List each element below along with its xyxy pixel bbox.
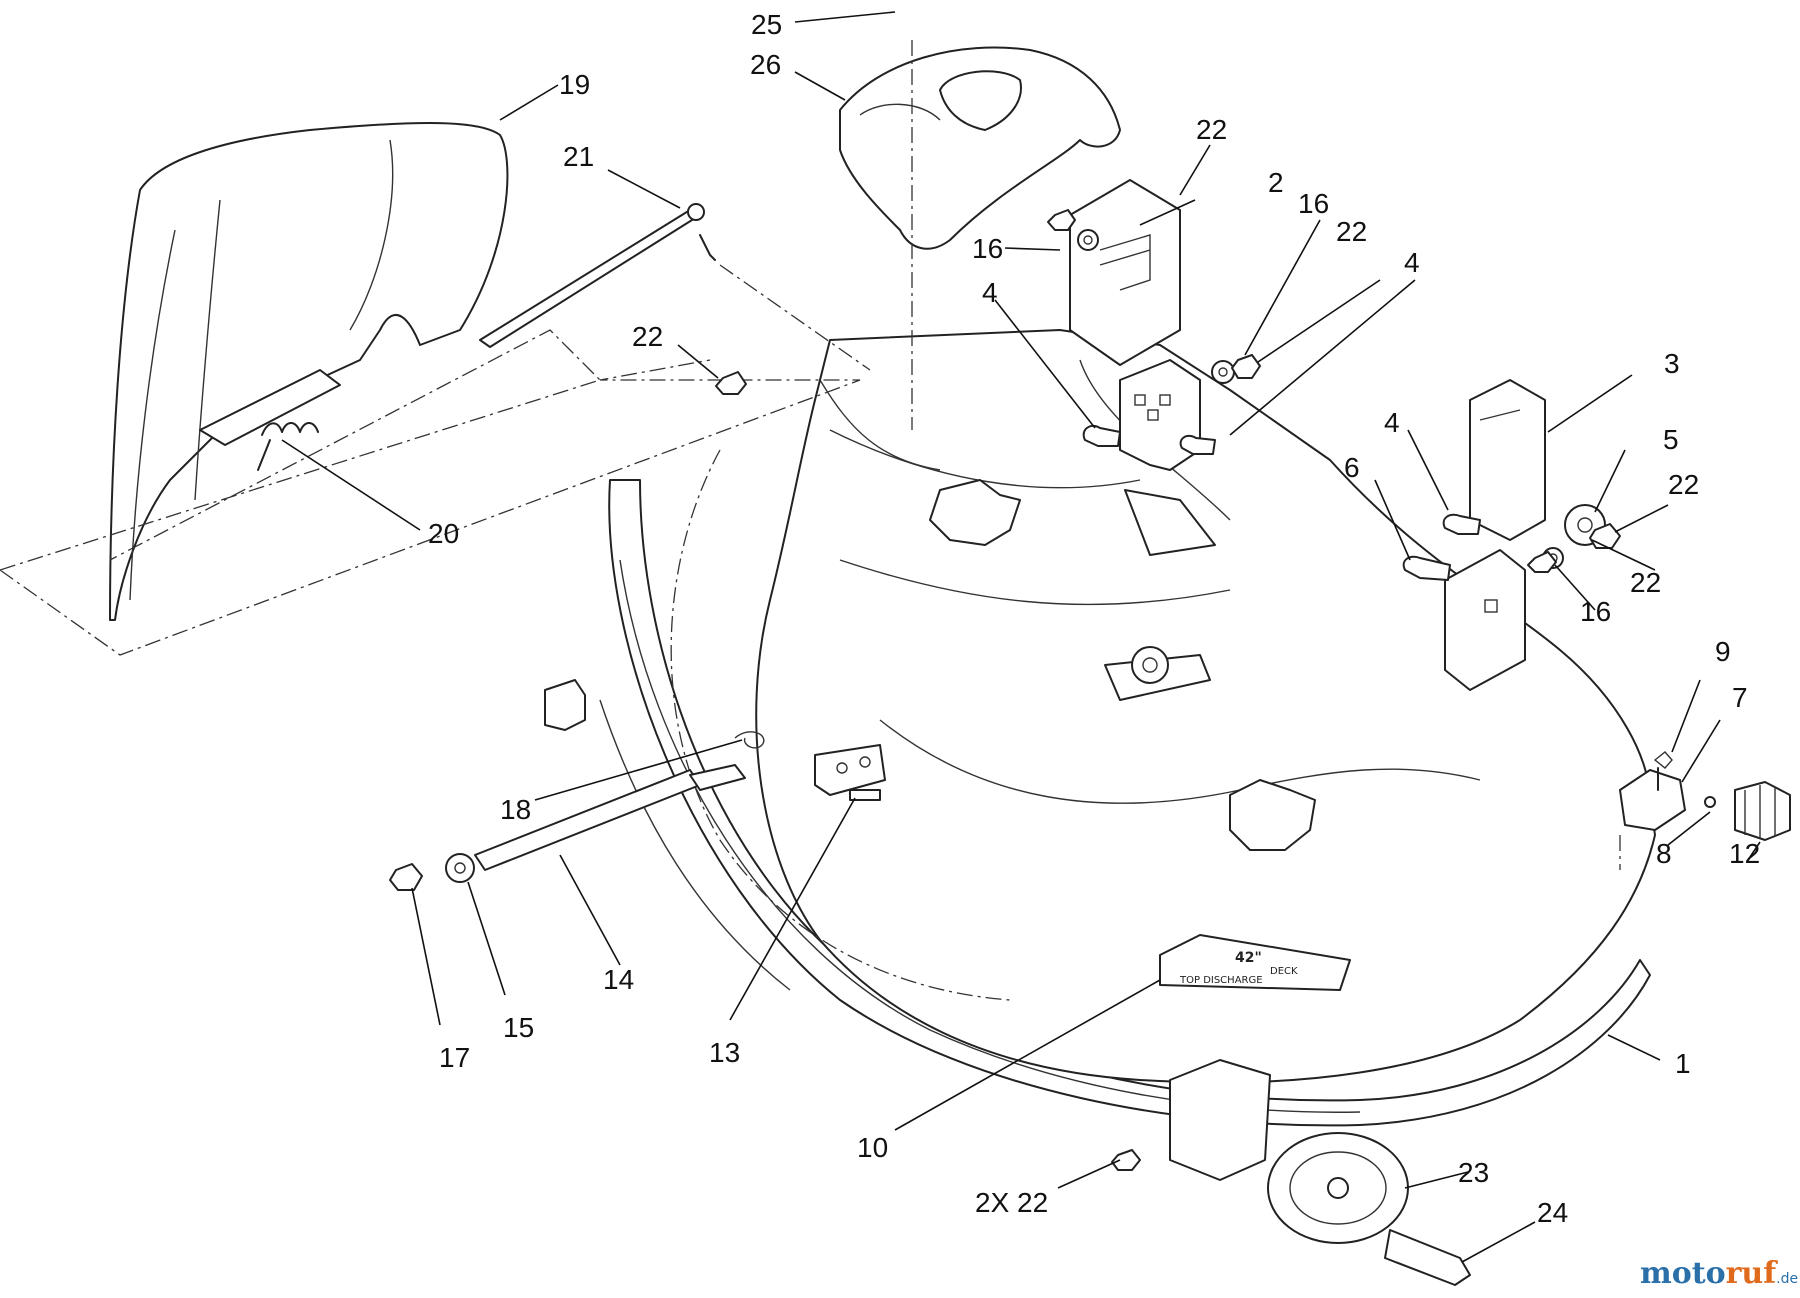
callout-4-left: 4 bbox=[982, 277, 998, 308]
callout-4-pin: 4 bbox=[1384, 407, 1400, 438]
watermark: motoruf.de bbox=[1640, 1256, 1798, 1291]
svg-text:motoruf.de: motoruf.de bbox=[1640, 1256, 1798, 1291]
callout-22-deck: 22 bbox=[632, 321, 663, 352]
hardware-right bbox=[715, 209, 1621, 573]
callout-22-mid: 22 bbox=[1336, 216, 1367, 247]
callout-8: 8 bbox=[1656, 838, 1672, 869]
callout-18: 18 bbox=[500, 794, 531, 825]
callout-15: 15 bbox=[503, 1012, 534, 1043]
leader-lines bbox=[281, 11, 1761, 1263]
watermark-suffix: .de bbox=[1776, 1271, 1798, 1287]
callout-2x-22: 2X 22 bbox=[975, 1187, 1048, 1218]
callout-16-left: 16 bbox=[972, 233, 1003, 264]
callout-5: 5 bbox=[1663, 424, 1679, 455]
callout-24: 24 bbox=[1537, 1197, 1568, 1228]
deck-decal: 42" DECK TOP DISCHARGE bbox=[1159, 934, 1351, 991]
callout-7: 7 bbox=[1732, 682, 1748, 713]
callout-3: 3 bbox=[1664, 348, 1680, 379]
deflector-rod bbox=[479, 203, 716, 348]
discharge-deflector bbox=[109, 122, 509, 621]
hanger-bracket-right bbox=[1444, 379, 1546, 691]
pins bbox=[1082, 424, 1481, 581]
bracket-2 bbox=[1069, 179, 1181, 366]
gauge-wheel bbox=[1111, 1059, 1471, 1286]
callout-22-lower: 22 bbox=[1630, 567, 1661, 598]
callout-2: 2 bbox=[1268, 167, 1284, 198]
callout-1: 1 bbox=[1675, 1048, 1691, 1079]
belt-cover bbox=[839, 40, 1121, 430]
lift-linkage bbox=[389, 679, 886, 891]
callout-labels: 25 26 19 21 22 2 16 16 22 4 4 22 3 4 5 2… bbox=[428, 9, 1760, 1228]
mower-deck bbox=[599, 329, 1656, 1127]
callout-19: 19 bbox=[559, 69, 590, 100]
watermark-part1: moto bbox=[1640, 1256, 1726, 1291]
callout-25: 25 bbox=[751, 9, 782, 40]
callout-4-right: 4 bbox=[1404, 247, 1420, 278]
decal-discharge-text: TOP DISCHARGE bbox=[1179, 975, 1263, 986]
hanger-bracket-left bbox=[1119, 359, 1201, 471]
callout-22-top: 22 bbox=[1196, 114, 1227, 145]
callout-17: 17 bbox=[439, 1042, 470, 1073]
height-adjust-assembly bbox=[1619, 751, 1791, 870]
callout-22-right: 22 bbox=[1668, 469, 1699, 500]
callout-10: 10 bbox=[857, 1132, 888, 1163]
watermark-part2: ruf bbox=[1726, 1256, 1779, 1291]
decal-deck-text: DECK bbox=[1270, 966, 1298, 977]
callout-23: 23 bbox=[1458, 1157, 1489, 1188]
callout-14: 14 bbox=[603, 964, 634, 995]
callout-21: 21 bbox=[563, 141, 594, 172]
callout-9: 9 bbox=[1715, 636, 1731, 667]
callout-6: 6 bbox=[1344, 452, 1360, 483]
callout-16-right: 16 bbox=[1580, 596, 1611, 627]
decal-size-text: 42" bbox=[1235, 950, 1262, 966]
deflector-mount-outline bbox=[0, 264, 871, 656]
callout-12: 12 bbox=[1729, 838, 1760, 869]
callout-26: 26 bbox=[750, 49, 781, 80]
callout-16-top: 16 bbox=[1298, 188, 1329, 219]
callout-20: 20 bbox=[428, 518, 459, 549]
callout-13: 13 bbox=[709, 1037, 740, 1068]
